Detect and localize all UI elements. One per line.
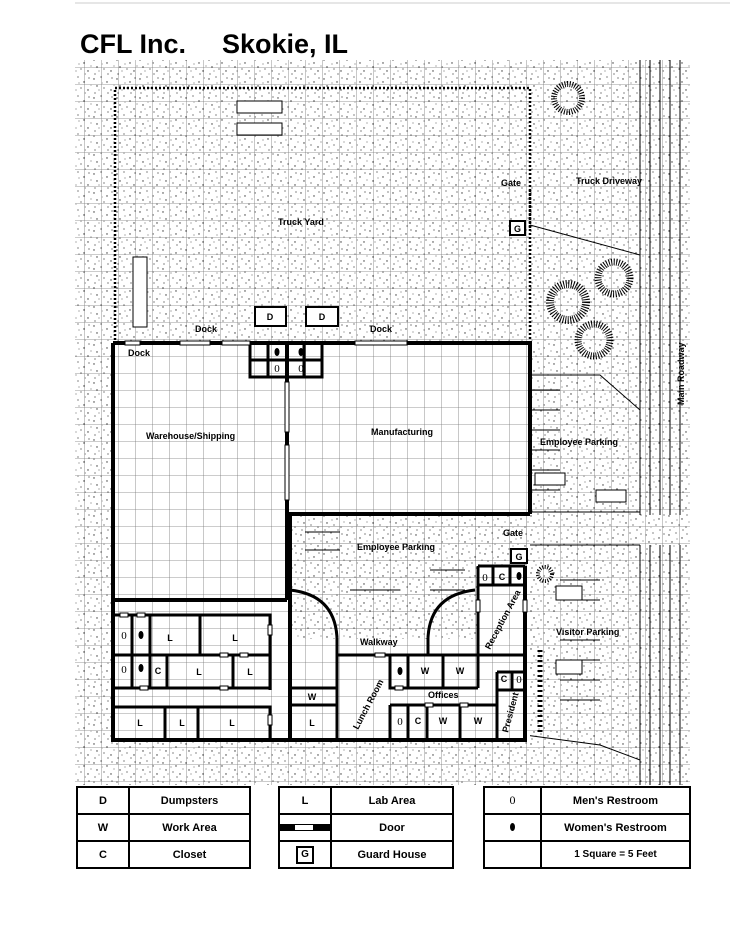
work-area: W bbox=[439, 716, 448, 726]
womens-restroom-icon bbox=[516, 572, 522, 580]
main-building bbox=[111, 341, 532, 742]
warehouse-label: Warehouse/Shipping bbox=[146, 431, 235, 441]
work-area: W bbox=[308, 692, 317, 702]
lab-room: L bbox=[196, 667, 202, 677]
walkway-label: Walkway bbox=[360, 637, 398, 647]
visitor-parking-label: Visitor Parking bbox=[556, 627, 619, 637]
room-symbols: 0 0 0 L L 0 C L L L L L W L W W 0 C W W … bbox=[121, 348, 522, 728]
lab-room: L bbox=[167, 633, 173, 643]
legend-guard-house: Guard House bbox=[330, 840, 454, 869]
legend-guard-icon: G bbox=[278, 840, 332, 869]
lab-room: L bbox=[137, 718, 143, 728]
company-title: CFL Inc. bbox=[80, 29, 186, 59]
womens-restroom-icon bbox=[298, 348, 304, 356]
work-area: W bbox=[456, 666, 465, 676]
closet: C bbox=[415, 716, 422, 726]
legend-dumpsters: Dumpsters bbox=[128, 786, 251, 815]
legend-symbol-closet: C bbox=[76, 840, 130, 869]
location-title: Skokie, IL bbox=[222, 29, 348, 59]
womens-restroom-icon bbox=[138, 631, 144, 639]
employee-parking-inner-label: Employee Parking bbox=[357, 542, 435, 552]
lab-room: L bbox=[309, 718, 315, 728]
main-roadway bbox=[639, 60, 681, 785]
mens-restroom: 0 bbox=[274, 363, 280, 375]
legend-womens-restroom: Women's Restroom bbox=[540, 813, 691, 842]
work-area: W bbox=[474, 716, 483, 726]
truck-driveway-label: Truck Driveway bbox=[576, 176, 642, 186]
mens-restroom: 0 bbox=[298, 363, 304, 375]
legend-symbol-work: W bbox=[76, 813, 130, 842]
mens-restroom: 0 bbox=[397, 716, 403, 728]
mens-restroom: 0 bbox=[121, 630, 127, 642]
doors bbox=[119, 340, 528, 726]
legend-symbol-dumpster: D bbox=[76, 786, 130, 815]
legend-lab-area: Lab Area bbox=[330, 786, 454, 815]
employee-parking-label: Employee Parking bbox=[540, 437, 618, 447]
legend-closet: Closet bbox=[128, 840, 251, 869]
womens-restroom-icon bbox=[397, 667, 403, 675]
svg-text:D: D bbox=[319, 312, 326, 322]
lab-room: L bbox=[232, 633, 238, 643]
work-area: W bbox=[421, 666, 430, 676]
guard-house-north: G bbox=[509, 220, 526, 236]
legend-work-area: Work Area bbox=[128, 813, 251, 842]
svg-text:G: G bbox=[514, 224, 521, 234]
mens-restroom: 0 bbox=[121, 664, 127, 676]
closet: C bbox=[155, 666, 162, 676]
womens-restroom-icon bbox=[274, 348, 280, 356]
womens-restroom-icon bbox=[138, 664, 144, 672]
legend-empty-cell bbox=[483, 840, 542, 869]
legend-door: Door bbox=[330, 813, 454, 842]
gate-label-north: Gate bbox=[501, 178, 521, 188]
legend-scale: 1 Square = 5 Feet bbox=[540, 840, 691, 869]
offices-label: Offices bbox=[428, 690, 459, 700]
truck-yard-label: Truck Yard bbox=[278, 217, 324, 227]
main-roadway-label: Main Roadway bbox=[676, 342, 686, 405]
closet: C bbox=[499, 572, 506, 582]
legend-door-icon bbox=[278, 813, 332, 842]
guard-house-south: G bbox=[510, 548, 528, 564]
dock-label-1: Dock bbox=[195, 324, 218, 334]
legend-mens-restroom: Men's Restroom bbox=[540, 786, 691, 815]
lab-room: L bbox=[179, 718, 185, 728]
manufacturing-label: Manufacturing bbox=[371, 427, 433, 437]
legend-symbol-lab: L bbox=[278, 786, 332, 815]
legend-women-icon bbox=[483, 813, 542, 842]
lab-room: L bbox=[229, 718, 235, 728]
gate-label-south: Gate bbox=[503, 528, 523, 538]
closet: C bbox=[501, 674, 508, 684]
lab-room: L bbox=[247, 667, 253, 677]
dock-label-3: Dock bbox=[128, 348, 151, 358]
legend-symbol-men: 0 bbox=[483, 786, 542, 815]
mens-restroom: 0 bbox=[516, 674, 522, 686]
dumpster-2: D bbox=[305, 306, 339, 327]
svg-text:G: G bbox=[515, 552, 522, 562]
dock-label-2: Dock bbox=[370, 324, 393, 334]
mens-restroom: 0 bbox=[482, 572, 488, 584]
dumpster-1: D bbox=[254, 306, 287, 327]
svg-text:D: D bbox=[267, 312, 274, 322]
